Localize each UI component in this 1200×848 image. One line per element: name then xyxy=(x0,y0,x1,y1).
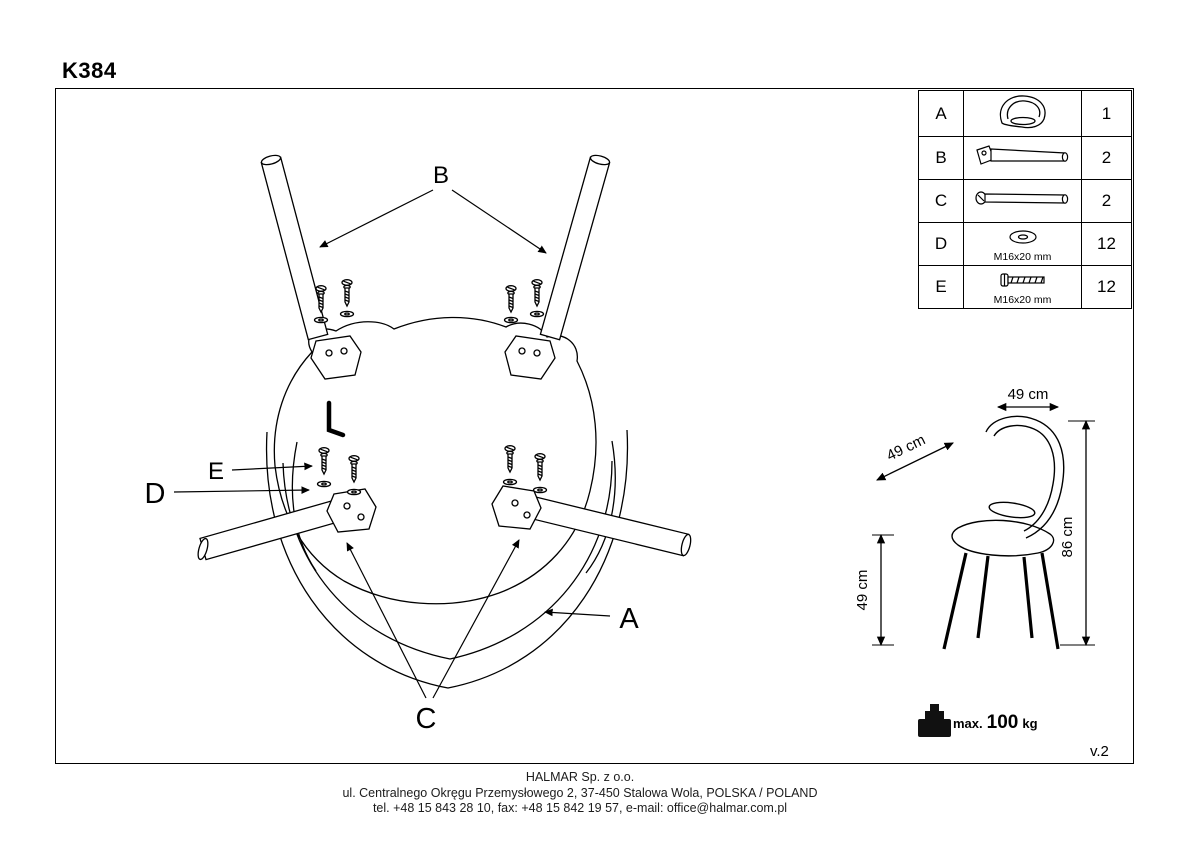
parts-row-b: B 2 xyxy=(918,136,1132,180)
parts-row-d: D M16x20 mm 12 xyxy=(918,222,1132,266)
footer-contact: tel. +48 15 843 28 10, fax: +48 15 842 1… xyxy=(372,801,788,815)
part-letter: C xyxy=(918,179,964,223)
drawing-frame xyxy=(55,88,1134,764)
part-qty: 12 xyxy=(1081,265,1132,309)
max-weight-value: 100 xyxy=(986,712,1019,733)
part-b-leg-icon xyxy=(975,144,1068,165)
part-letter: E xyxy=(918,265,964,309)
footer-address: ul. Centralnego Okręgu Przemysłowego 2, … xyxy=(342,785,818,800)
part-a-seat-icon xyxy=(999,95,1046,129)
part-d-washer-icon xyxy=(1008,230,1037,244)
parts-row-a: A 1 xyxy=(918,90,1132,137)
max-weight-unit: kg xyxy=(1022,716,1038,731)
part-qty: 2 xyxy=(1081,136,1132,180)
part-spec: M16x20 mm xyxy=(993,294,1052,306)
part-spec: M16x20 mm xyxy=(993,251,1052,263)
footer-company: HALMAR Sp. z o.o. xyxy=(525,770,635,784)
parts-row-c: C 2 xyxy=(918,179,1132,223)
footer: HALMAR Sp. z o.o. ul. Centralnego Okręgu… xyxy=(0,770,1160,817)
part-qty: 12 xyxy=(1081,222,1132,266)
max-weight-prefix: max. xyxy=(953,716,983,731)
part-letter: D xyxy=(918,222,964,266)
parts-table: A 1 B 2 C xyxy=(918,90,1132,309)
part-qty: 1 xyxy=(1081,90,1132,137)
part-c-leg-icon xyxy=(974,190,1068,205)
part-qty: 2 xyxy=(1081,179,1132,223)
parts-row-e: E M16x20 mm 12 xyxy=(918,265,1132,309)
version-tag: v.2 xyxy=(1090,743,1109,760)
model-number: K384 xyxy=(62,58,117,83)
part-letter: A xyxy=(918,90,964,137)
part-letter: B xyxy=(918,136,964,180)
max-weight: max. 100 kg xyxy=(953,712,1038,734)
part-e-bolt-icon xyxy=(999,273,1045,287)
